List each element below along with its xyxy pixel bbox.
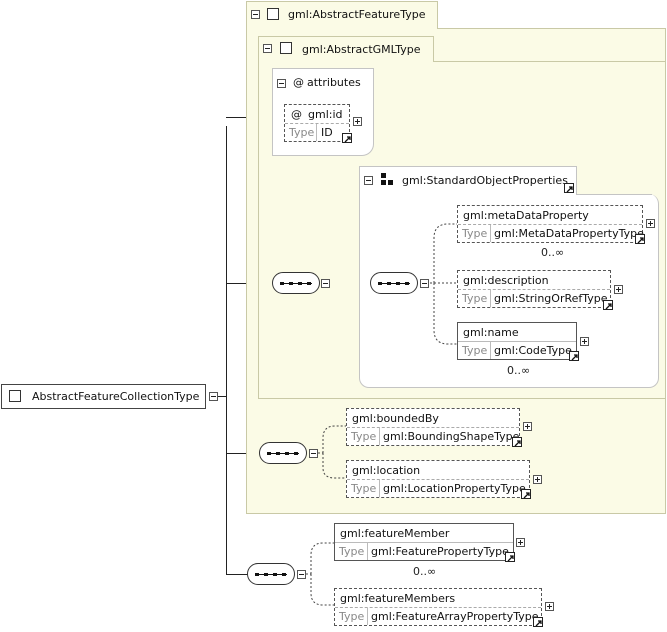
collapse-root[interactable] (209, 392, 218, 401)
collapse-sequence-4[interactable] (297, 570, 306, 579)
expand-meta-data-property[interactable] (646, 219, 655, 228)
element-name: gml:location (352, 464, 421, 477)
type-value: gml:FeatureArrayPropertyType (371, 610, 539, 623)
expand-name[interactable] (580, 337, 589, 346)
root-type-box[interactable]: AbstractFeatureCollectionType (1, 384, 206, 409)
type-label: Type (462, 292, 488, 305)
sequence-3-connectors (318, 425, 347, 479)
goto-type-icon[interactable] (342, 133, 352, 143)
goto-type-icon[interactable] (569, 351, 579, 361)
at-icon: @ (293, 76, 304, 89)
type-value: gml:LocationPropertyType (383, 482, 526, 495)
complex-type-icon (280, 42, 292, 54)
root-type-label: AbstractFeatureCollectionType (32, 390, 200, 403)
goto-type-icon[interactable] (505, 552, 515, 562)
expand-location[interactable] (533, 475, 542, 484)
connector-seq3 (226, 453, 260, 454)
sequence-4-connectors (306, 542, 335, 606)
type-value: ID (321, 126, 333, 139)
element-meta-data-property[interactable]: gml:metaDataProperty Type gml:MetaDataPr… (457, 205, 644, 243)
group-icon (381, 173, 395, 187)
element-name: gml:metaDataProperty (463, 209, 589, 222)
type-value: gml:FeaturePropertyType (371, 545, 509, 558)
sequence-compositor-3[interactable] (259, 442, 307, 464)
occurrence-label: 0..∞ (541, 246, 565, 259)
type-value: gml:CodeType (494, 344, 572, 357)
attribute-gml-id[interactable]: @ gml:id Type ID (284, 104, 350, 142)
element-description[interactable]: gml:description Type gml:StringOrRefType (457, 270, 611, 308)
type-label: Type (351, 482, 377, 495)
expand-gml-id[interactable] (353, 117, 362, 126)
type-label: Type (462, 227, 488, 240)
type-value: gml:BoundingShapeType (383, 430, 520, 443)
complex-type-icon (267, 8, 279, 20)
type-label: Type (339, 610, 365, 623)
standard-object-properties-panel-topline (576, 194, 652, 195)
element-name: gml:name (463, 326, 519, 339)
sequence-compositor-4[interactable] (247, 563, 295, 585)
sequence-2-connectors (430, 223, 458, 345)
connector-seq4 (226, 574, 248, 575)
element-location[interactable]: gml:location Type gml:LocationPropertyTy… (346, 460, 530, 498)
collapse-sequence-2[interactable] (420, 279, 429, 288)
type-label: Type (351, 430, 377, 443)
type-label: Type (339, 545, 365, 558)
standard-object-properties-tab (359, 166, 577, 195)
expand-description[interactable] (614, 285, 623, 294)
goto-group-icon[interactable] (564, 183, 574, 193)
element-name: gml:featureMember (340, 527, 450, 540)
abstract-feature-type-label: gml:AbstractFeatureType (288, 8, 426, 21)
collapse-sequence-1[interactable] (321, 279, 330, 288)
collapse-abstract-feature-type[interactable] (251, 10, 260, 19)
collapse-attributes[interactable] (277, 79, 286, 88)
expand-bounded-by[interactable] (523, 422, 532, 431)
attributes-label: attributes (307, 76, 361, 89)
goto-type-icon[interactable] (533, 617, 543, 627)
goto-type-icon[interactable] (635, 234, 645, 244)
abstract-gml-type-panel-topline (433, 61, 666, 62)
type-label: Type (462, 344, 488, 357)
abstract-feature-type-panel-topline (437, 28, 666, 29)
type-label: Type (289, 126, 315, 139)
element-feature-members[interactable]: gml:featureMembers Type gml:FeatureArray… (334, 588, 542, 626)
element-bounded-by[interactable]: gml:boundedBy Type gml:BoundingShapeType (346, 408, 520, 446)
element-feature-member[interactable]: gml:featureMember Type gml:FeatureProper… (334, 523, 514, 561)
collapse-standard-object-properties[interactable] (364, 176, 373, 185)
element-name: gml:boundedBy (352, 412, 439, 425)
element-name-gml[interactable]: gml:name Type gml:CodeType (457, 322, 577, 360)
expand-feature-members[interactable] (545, 602, 554, 611)
connector-trunk (226, 126, 227, 574)
element-name: gml:featureMembers (340, 592, 456, 605)
type-value: gml:StringOrRefType (494, 292, 608, 305)
sequence-compositor-2[interactable] (370, 272, 418, 294)
element-name: gml:description (463, 274, 549, 287)
at-icon: @ (291, 108, 302, 121)
goto-type-icon[interactable] (521, 489, 531, 499)
goto-type-icon[interactable] (603, 300, 613, 310)
collapse-abstract-gml-type[interactable] (263, 44, 272, 53)
occurrence-label: 0..∞ (413, 565, 437, 578)
goto-type-icon[interactable] (512, 437, 522, 447)
connector-root (218, 396, 226, 397)
collapse-sequence-3[interactable] (309, 449, 318, 458)
attribute-name: gml:id (308, 108, 343, 121)
sequence-compositor-1[interactable] (272, 272, 320, 294)
type-value: gml:MetaDataPropertyType (494, 227, 644, 240)
abstract-gml-type-label: gml:AbstractGMLType (302, 43, 421, 56)
occurrence-label: 0..∞ (507, 364, 531, 377)
expand-feature-member[interactable] (516, 538, 525, 547)
standard-object-properties-label: gml:StandardObjectProperties (402, 174, 568, 187)
complex-type-icon (9, 390, 21, 402)
